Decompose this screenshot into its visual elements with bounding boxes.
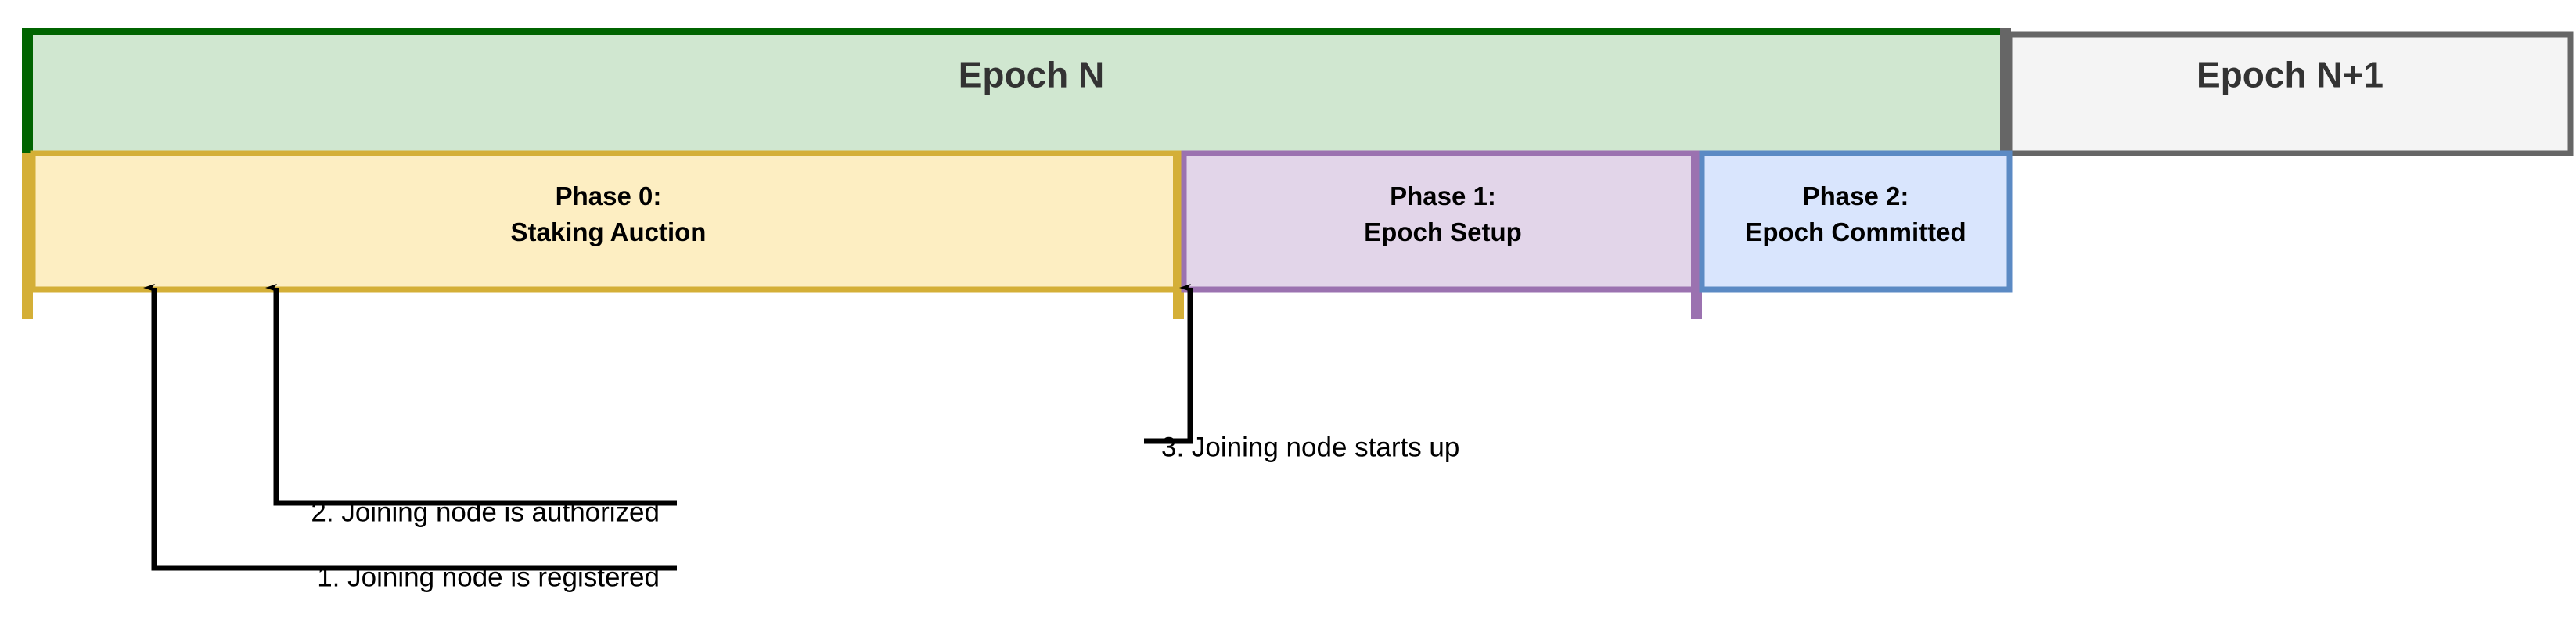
- callout-1-leader-line: [143, 284, 677, 571]
- epoch-n-left-border: [22, 28, 33, 153]
- phase-0-box[interactable]: Phase 0: Staking Auction: [22, 150, 1187, 319]
- epoch-n-box[interactable]: Epoch N: [22, 28, 2009, 153]
- callout-3-label: 3. Joining node starts up: [1161, 432, 1459, 462]
- phase-1-box[interactable]: Phase 1: Epoch Setup: [1181, 150, 1705, 319]
- epoch-n-plus-1-label: Epoch N+1: [2196, 55, 2384, 95]
- phase-0-left-border: [22, 153, 33, 319]
- phase-1-title: Phase 1:: [1390, 181, 1496, 210]
- phase-0-subtitle: Staking Auction: [511, 217, 707, 246]
- callout-1-label: 1. Joining node is registered: [317, 562, 660, 592]
- callout-2-label: 2. Joining node is authorized: [311, 497, 660, 527]
- epoch-n-plus-1-box[interactable]: Epoch N+1: [2006, 31, 2574, 156]
- phase-band: Phase 0: Staking Auction Phase 1: Epoch …: [22, 150, 2013, 319]
- callout-3: 3. Joining node starts up: [1144, 284, 1459, 462]
- epoch-n-label: Epoch N: [959, 55, 1105, 95]
- epoch-n-plus-1-fill: [2006, 31, 2574, 156]
- phase-2-fill: [1699, 150, 2013, 293]
- callout-2: 2. Joining node is authorized: [265, 284, 677, 527]
- phase-2-box[interactable]: Phase 2: Epoch Committed: [1699, 150, 2013, 293]
- phase-1-subtitle: Epoch Setup: [1364, 217, 1522, 246]
- callout-2-leader-line: [265, 284, 677, 506]
- phase-0-title: Phase 0:: [556, 181, 662, 210]
- callout-3-leader-line: [1144, 284, 1193, 444]
- phase-2-title: Phase 2:: [1803, 181, 1909, 210]
- callout-1: 1. Joining node is registered: [143, 284, 677, 592]
- phase-1-fill: [1181, 150, 1705, 293]
- epoch-n-top-border: [22, 28, 2009, 35]
- callouts-group: 1. Joining node is registered 2. Joining…: [143, 284, 1459, 592]
- epoch-band: Epoch N Epoch N+1: [22, 28, 2574, 271]
- epoch-n-fill: [33, 34, 2009, 153]
- phase-2-subtitle: Epoch Committed: [1745, 217, 1966, 246]
